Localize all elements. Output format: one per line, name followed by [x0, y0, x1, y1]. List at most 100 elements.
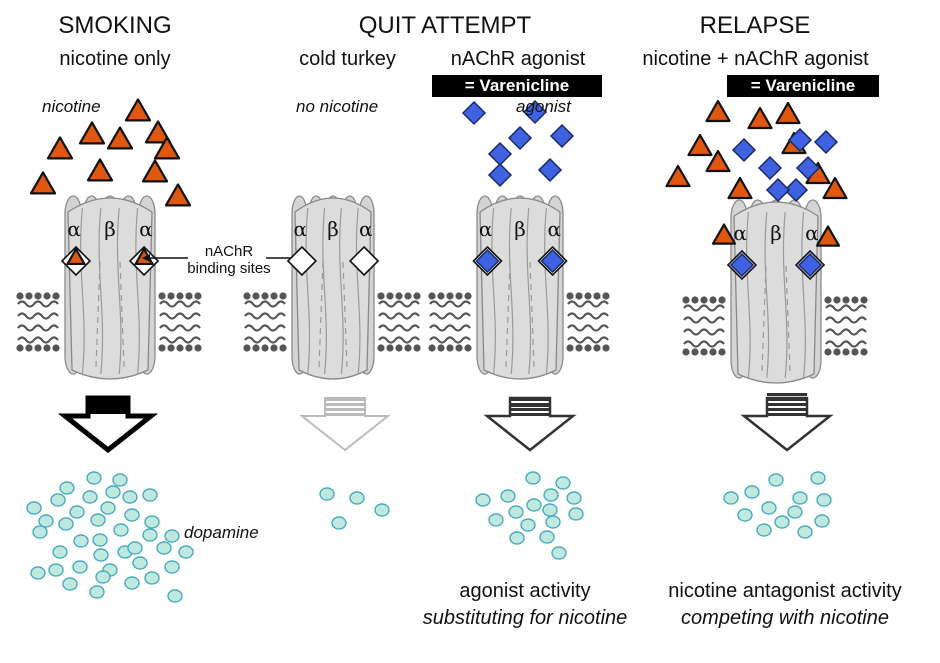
release-arrow-bar: [767, 403, 807, 406]
dopamine-molecule: [89, 585, 105, 599]
lipid-membrane: [566, 292, 610, 352]
alpha-subunit-label: α: [139, 217, 153, 241]
lipid-head: [252, 344, 260, 352]
lipid-tail: [429, 336, 471, 344]
lipid-head: [194, 344, 202, 352]
bound-agonist: [540, 248, 565, 274]
lipid-head: [566, 344, 574, 352]
subunit-edge: [322, 207, 327, 375]
lipid-tail: [378, 336, 420, 344]
agonist-molecule: [731, 137, 757, 163]
agonist-caption: agonist activity: [459, 580, 591, 602]
dopamine-molecule: [112, 473, 128, 487]
lipid-head: [261, 292, 269, 300]
lipid-tail: [567, 312, 609, 320]
dopamine-molecule: [761, 501, 777, 515]
nicotine-molecule: [822, 176, 848, 200]
lipid-tail: [825, 304, 867, 312]
lipid-head: [16, 344, 24, 352]
lipid-head: [404, 292, 412, 300]
lipid-membrane: [428, 292, 472, 352]
smoking-subtitle: nicotine only: [59, 48, 171, 70]
subunit-edge: [782, 211, 788, 379]
lipid-head: [404, 344, 412, 352]
lipid-head: [851, 348, 859, 356]
dopamine-molecule: [774, 515, 790, 529]
dopamine-molecule: [374, 503, 390, 517]
release-arrow-bar: [325, 403, 365, 406]
dopamine-molecule: [132, 556, 148, 570]
dopamine-molecule: [331, 516, 347, 530]
lipid-head: [428, 344, 436, 352]
lipid-tail: [567, 324, 609, 332]
lipid-head: [176, 292, 184, 300]
nicotine-molecule: [29, 171, 57, 195]
dopamine-molecule: [124, 508, 140, 522]
dopamine-molecule: [488, 513, 504, 527]
lipid-head: [682, 348, 690, 356]
lipid-head: [691, 348, 699, 356]
dopamine-molecule: [93, 548, 109, 562]
dopamine-molecule: [568, 507, 584, 521]
release-arrow-bar: [767, 393, 807, 396]
lipid-head: [167, 344, 175, 352]
agonist-molecule: [765, 177, 791, 203]
agonist-molecule: [813, 129, 839, 155]
lipid-tail: [429, 312, 471, 320]
lipid-head: [455, 292, 463, 300]
lipid-head: [700, 296, 708, 304]
dopamine-molecule: [500, 489, 516, 503]
lipid-head: [52, 292, 60, 300]
dopamine-molecule: [48, 563, 64, 577]
dopamine-molecule: [92, 533, 108, 547]
lipid-head: [270, 292, 278, 300]
lipid-head: [682, 296, 690, 304]
lipid-head: [700, 348, 708, 356]
lipid-membrane: [824, 296, 868, 356]
release-arrow-bar: [510, 403, 550, 407]
beta-subunit-label: β: [514, 217, 526, 241]
release-arrow-bar: [510, 408, 550, 411]
lipid-head: [243, 344, 251, 352]
competing-nicotine: [815, 225, 841, 247]
release-arrow-bar: [325, 408, 365, 411]
alpha-subunit-label: α: [548, 217, 562, 241]
lipid-head: [842, 348, 850, 356]
dopamine-molecule: [90, 513, 106, 527]
lipid-head: [279, 292, 287, 300]
dopamine-molecule: [122, 490, 138, 504]
nicotine-label: nicotine: [42, 97, 101, 116]
dopamine-molecule: [164, 560, 180, 574]
lipid-membrane: [243, 292, 287, 352]
beta-subunit-label: β: [327, 217, 339, 241]
nicotine-molecule: [106, 126, 134, 150]
dopamine-molecule: [792, 491, 808, 505]
release-arrow-bar: [510, 398, 550, 401]
agonist-molecule: [522, 99, 548, 125]
lipid-head: [691, 296, 699, 304]
dopamine-molecule: [509, 531, 525, 545]
subunit-edge: [764, 211, 770, 379]
subunit-edge: [80, 207, 85, 375]
relapse-title: RELAPSE: [699, 12, 811, 39]
lipid-head: [16, 292, 24, 300]
lipid-tail: [378, 324, 420, 332]
lipid-tail: [17, 324, 59, 332]
dopamine-molecule: [69, 505, 85, 519]
lipid-head: [446, 292, 454, 300]
varenicline-badge: = Varenicline: [432, 75, 602, 97]
nicotine-molecule: [124, 98, 152, 122]
nicotine-molecule: [144, 120, 172, 144]
dopamine-molecule: [797, 525, 813, 539]
dopamine-molecule: [787, 505, 803, 519]
lipid-tail: [244, 300, 286, 308]
dopamine-molecule: [105, 485, 121, 499]
alpha-subunit-label: α: [293, 217, 307, 241]
lipid-head: [261, 344, 269, 352]
lipid-head: [413, 292, 421, 300]
dopamine-molecule: [475, 493, 491, 507]
alpha-subunit-label: α: [733, 221, 747, 245]
subunit-edge: [508, 207, 514, 375]
